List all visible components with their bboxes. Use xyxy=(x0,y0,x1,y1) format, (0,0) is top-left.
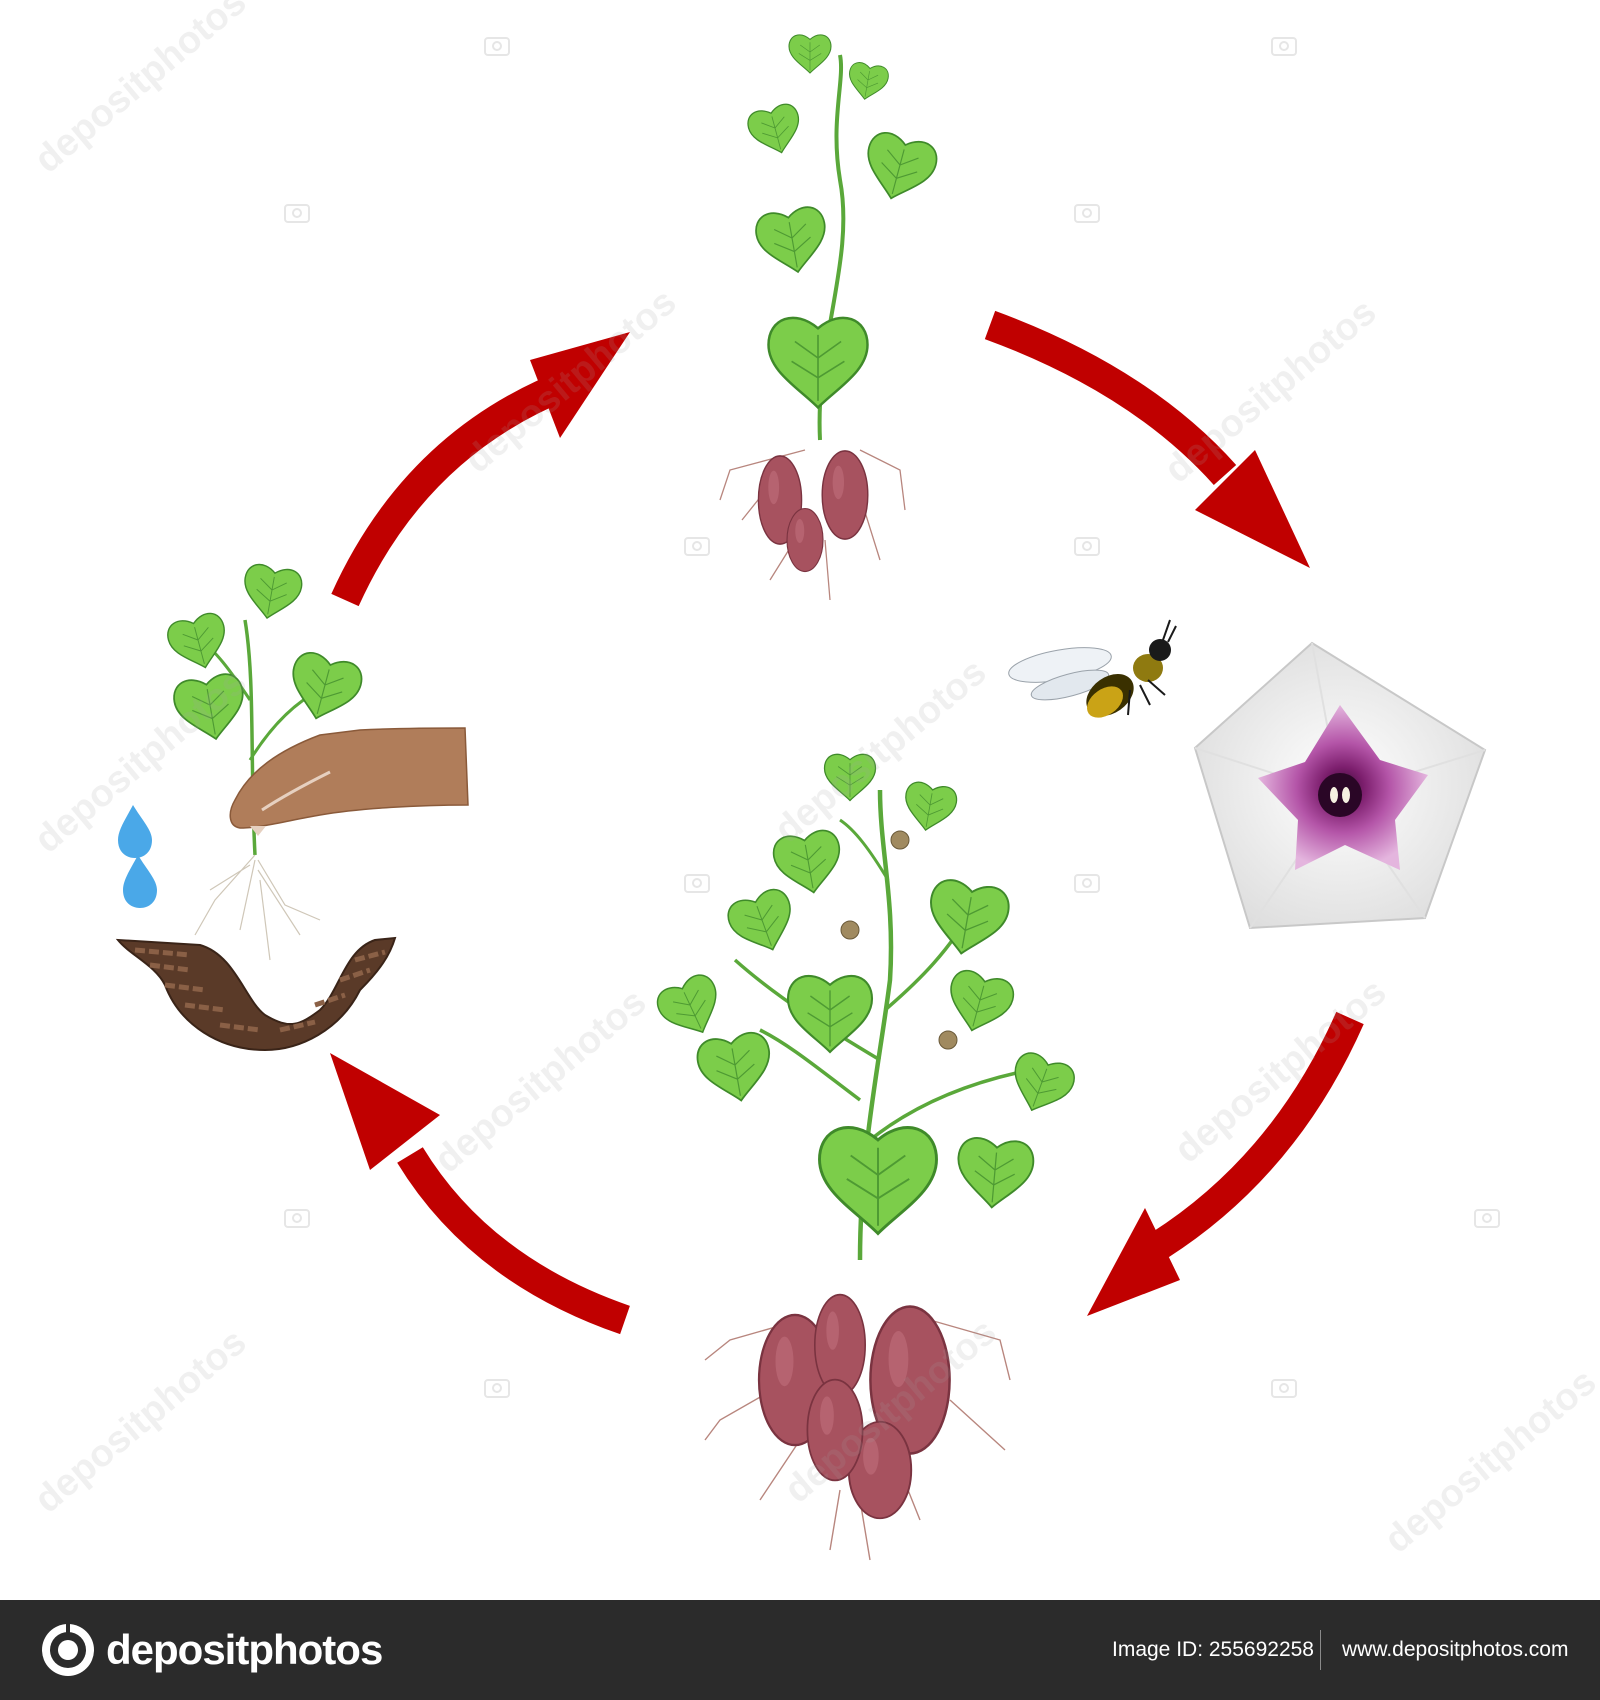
soil-mound xyxy=(115,936,397,1052)
image-id-label: Image ID: 255692258 xyxy=(1112,1638,1314,1661)
diagram-canvas xyxy=(115,34,1500,1561)
flower xyxy=(1193,641,1487,930)
stage-flowering-pollination xyxy=(1008,619,1487,930)
cycle-arrows xyxy=(330,310,1364,1335)
camera-icon xyxy=(284,37,1500,1398)
footer-bar: depositphotos Image ID: 255692258 www.de… xyxy=(0,1600,1600,1700)
footer-divider xyxy=(1320,1630,1321,1670)
website-link[interactable]: www.depositphotos.com xyxy=(1342,1638,1569,1661)
arrow-bottom-to-left xyxy=(330,1053,630,1335)
arrow-top-to-right xyxy=(984,310,1310,568)
brand-name: depositphotos xyxy=(106,1626,383,1673)
stage-young-plant xyxy=(719,34,942,601)
depositphotos-logo-icon xyxy=(42,1624,94,1676)
slip-roots xyxy=(194,854,321,961)
stage-mature-plant xyxy=(651,753,1080,1561)
stage-planting-slip xyxy=(115,561,469,1052)
water-drop-icon xyxy=(118,805,157,908)
mature-plant-roots xyxy=(704,1319,1011,1561)
arrow-left-to-top xyxy=(331,332,630,607)
arrow-right-to-bottom xyxy=(1087,1011,1364,1316)
life-cycle-diagram: depositphotos depositphotos depositphoto… xyxy=(27,0,1600,1561)
hand-icon xyxy=(229,727,469,836)
bee-icon xyxy=(1008,619,1177,718)
